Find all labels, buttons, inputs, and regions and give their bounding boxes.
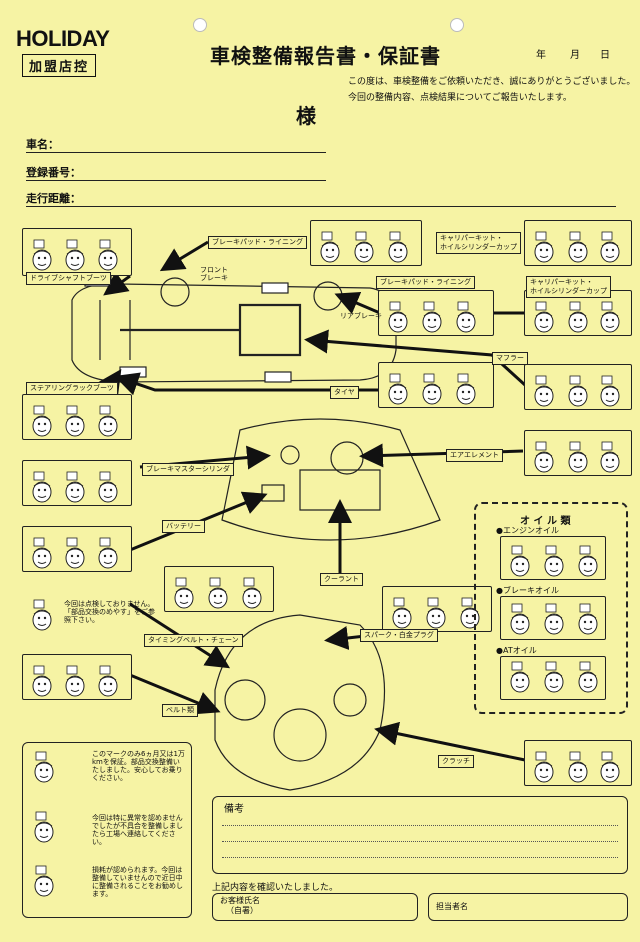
label-brake-master: ブレーキマスターシリンダ (142, 463, 234, 476)
oil-section-title: オ イ ル 類 (520, 516, 571, 527)
label-wheel-cyl-rear: ホイルシリンダーカップ (530, 287, 607, 295)
label-clutch: クラッチ (438, 755, 474, 768)
brand-logo: HOLIDAY (16, 26, 110, 51)
label-brake-pad-rear: ブレーキパッド・ライニング (376, 276, 475, 289)
oil-at-box (500, 656, 606, 700)
label-belts: ベルト類 (162, 704, 198, 717)
oil-at-label: ●ATオイル (496, 646, 537, 655)
oil-engine-box (500, 536, 606, 580)
memo-box[interactable] (212, 796, 628, 874)
staff-label: 担当者名 (436, 902, 468, 911)
oil-section (474, 502, 628, 714)
greeting-line-1: この度は、車検整備をご依頼いただき、誠にありがとうございました。 (348, 77, 636, 87)
customer-signature-box[interactable] (212, 893, 418, 921)
shop-label: 加盟店控 (22, 54, 97, 77)
document-title: 車検整備報告書・保証書 (210, 44, 441, 68)
mileage-line (26, 206, 616, 207)
memo-line (222, 841, 618, 842)
label-coolant: クーラント (320, 573, 363, 586)
oil-brake-box (500, 596, 606, 640)
label-front-brake-line1: フロント (200, 266, 228, 274)
oil-engine-label: ●エンジンオイル (496, 526, 559, 535)
legend-item-1: このマークのみ6ヵ月又は1万kmを保証。部品交換整備いたしました。安心してお乗り… (92, 750, 185, 782)
memo-line (222, 825, 618, 826)
legend-box (22, 742, 192, 918)
date-month: 月 (570, 50, 580, 61)
staff-box[interactable] (428, 893, 628, 921)
memo-line (222, 857, 618, 858)
label-caliper-kit-top-line1: キャリパーキット・ (440, 234, 503, 242)
punch-hole-right (450, 18, 464, 32)
honorific-sama: 様 (296, 104, 316, 128)
label-front-brake: フロント ブレーキ (200, 266, 228, 282)
mileage-label: 走行距離： (26, 192, 81, 205)
label-front-brake-line2: ブレーキ (200, 274, 228, 282)
label-muffler: マフラー (492, 352, 528, 365)
punch-hole-left (193, 18, 207, 32)
label-brake-pad-front: ブレーキパッド・ライニング (208, 236, 307, 249)
legend-item-2: 今回は特に異常を認めませんでしたが不具合を整備しましたら工場へ連絡してください。 (92, 814, 183, 846)
label-battery: バッテリー (162, 520, 205, 533)
label-air-element: エアエレメント (446, 449, 503, 462)
date-year: 年 (536, 50, 546, 61)
label-rear-brake: リアブレーキ (340, 312, 382, 320)
label-caliper-kit-rear-line1: キャリパーキット・ (530, 278, 593, 286)
label-spark-plug: スパーク・白金プラグ (360, 629, 438, 642)
label-steering-rack: ステアリングラックブーツ (26, 382, 118, 395)
reg-no-line (26, 180, 326, 181)
customer-label: お客様氏名 (220, 896, 260, 905)
label-wheel-cyl-top: ホイルシリンダーカップ (440, 243, 517, 251)
car-name-line (26, 152, 326, 153)
date-day: 日 (600, 50, 610, 61)
label-timing-belt: タイミングベルト・チェーン (144, 634, 243, 647)
legend-item-3: 損耗が認められます。今回は整備していませんので近日中に整備されることをお勧めしま… (92, 866, 183, 898)
label-caliper-kit-top: キャリパーキット・ ホイルシリンダーカップ (436, 232, 521, 254)
customer-sub: （自署） (226, 906, 258, 915)
label-drive-shaft: ドライブシャフトブーツ (26, 272, 111, 285)
label-caliper-kit-rear: キャリパーキット・ ホイルシリンダーカップ (526, 276, 611, 298)
oil-brake-label: ●ブレーキオイル (496, 586, 559, 595)
label-tire: タイヤ (330, 386, 359, 399)
reg-no-label: 登録番号： (26, 166, 81, 179)
car-name-label: 車名： (26, 138, 59, 151)
notice-not-inspected: 今回は点検しておりません。「部品交換のめやす」をご参照下さい。 (64, 600, 155, 624)
memo-title: 備考 (224, 804, 244, 815)
confirm-text: 上記内容を確認いたしました。 (212, 883, 339, 893)
greeting-line-2: 今回の整備内容、点検結果についてご報告いたします。 (348, 93, 572, 103)
